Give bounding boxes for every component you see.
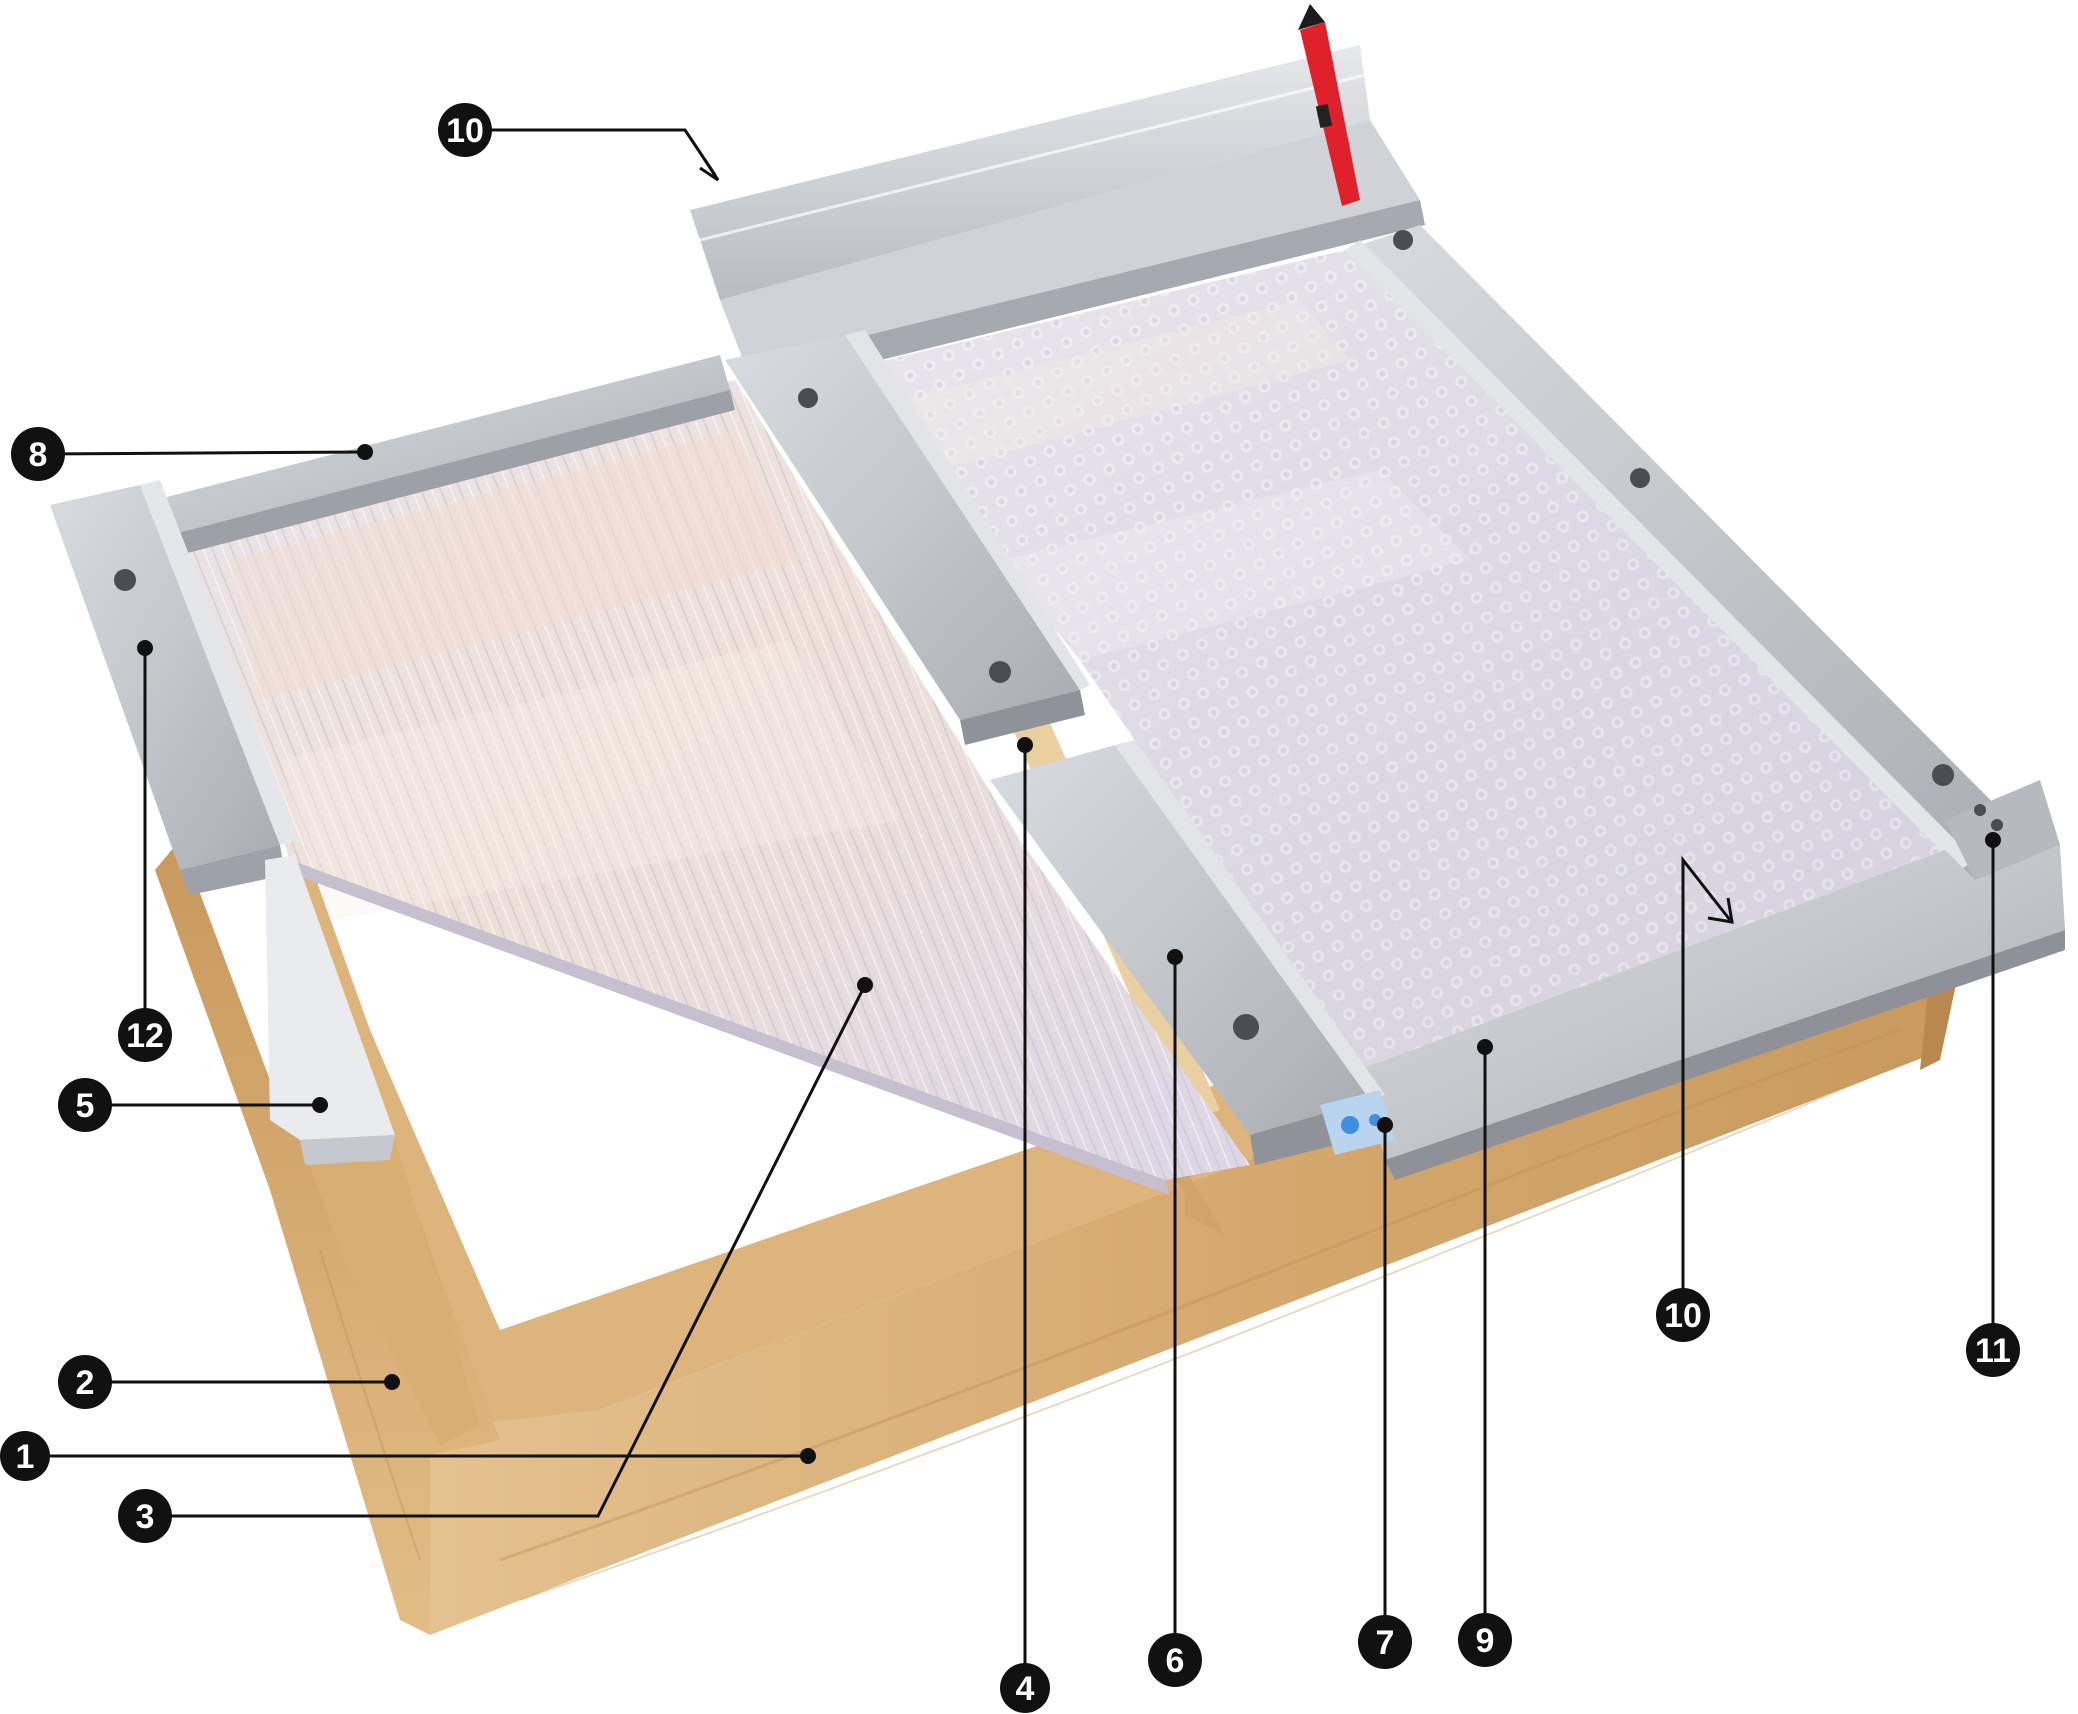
left-edge-profile <box>50 480 300 895</box>
front-beam-front <box>420 965 1950 1635</box>
callout-5-label: 5 <box>76 1087 95 1125</box>
callout-9-label: 9 <box>1476 1622 1495 1660</box>
callout-4: 4 <box>1000 1663 1050 1713</box>
callout-5: 5 <box>58 1078 112 1132</box>
screw <box>989 661 1011 683</box>
callout-8: 8 <box>11 427 65 481</box>
screw <box>1974 804 1986 816</box>
left-rafter-top <box>300 1140 480 1445</box>
polycarbonate-sheet-right <box>845 250 1945 1070</box>
screw <box>114 569 136 591</box>
fixing-screws <box>114 230 2003 1040</box>
callout-7-label: 7 <box>1376 1624 1395 1662</box>
screw <box>798 388 818 408</box>
callout-8-label: 8 <box>29 436 48 474</box>
callout-3: 3 <box>118 1489 172 1543</box>
wood-grain <box>499 1028 1901 1562</box>
end-cap <box>1320 1090 1395 1155</box>
polycarbonate-sheet-left <box>170 380 1250 1195</box>
wall-flashing-profile <box>690 45 1425 390</box>
callout-9: 9 <box>1458 1613 1512 1667</box>
front-drip-profile <box>1360 780 2065 1180</box>
callout-6: 6 <box>1148 1633 1202 1687</box>
callout-6-label: 6 <box>1166 1642 1185 1680</box>
callout-3-label: 3 <box>136 1498 155 1536</box>
callout-11: 11 <box>1966 1323 2020 1377</box>
callout-11-label: 11 <box>1975 1332 2011 1370</box>
callout-12-label: 12 <box>126 1017 164 1055</box>
screw <box>1932 764 1954 786</box>
wood-grain <box>519 1059 1911 1601</box>
top-sheet-profile <box>155 355 735 555</box>
screw <box>1630 468 1650 488</box>
callout-7: 7 <box>1358 1615 1412 1669</box>
screw <box>1991 819 2003 831</box>
callout-10-right-label: 10 <box>1664 1297 1702 1335</box>
callout-2: 2 <box>58 1355 112 1409</box>
leader-lines <box>25 128 2001 1690</box>
marker-pen-icon <box>1298 4 1360 206</box>
sealing-tape-strip <box>265 855 395 1165</box>
callout-10-right: 10 <box>1656 1288 1710 1342</box>
left-rafter <box>155 840 500 1635</box>
callout-12: 12 <box>118 1008 172 1062</box>
glazing-bar-upper <box>725 330 1090 745</box>
callout-10-top: 10 <box>438 103 492 157</box>
screw <box>1233 1014 1259 1040</box>
wood-grain <box>319 1249 421 1561</box>
callout-2-label: 2 <box>76 1364 95 1402</box>
callout-10-top-label: 10 <box>446 112 484 150</box>
screw <box>1393 230 1413 250</box>
callout-1-label: 1 <box>16 1438 35 1476</box>
callout-4-label: 4 <box>1016 1670 1035 1708</box>
callout-1: 1 <box>0 1431 50 1481</box>
